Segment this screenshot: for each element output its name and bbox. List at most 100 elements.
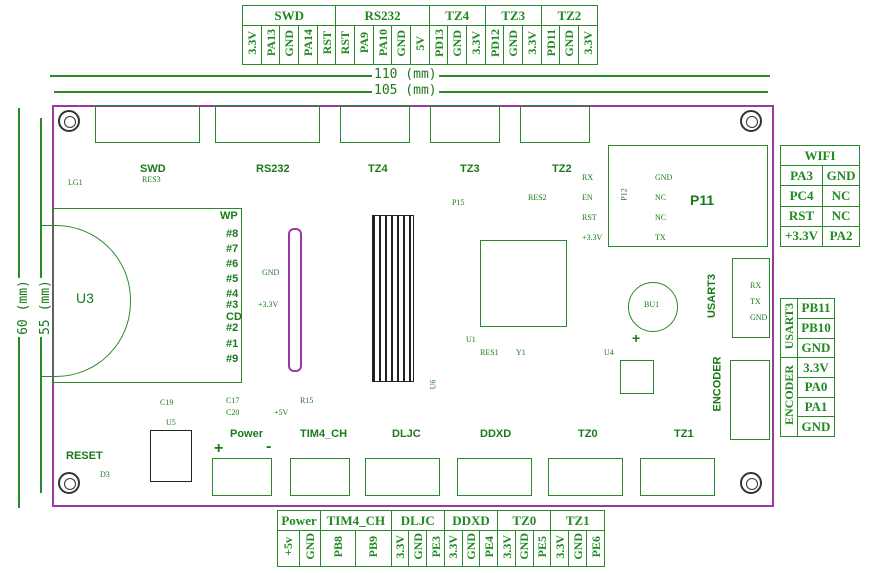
pin-label: GND bbox=[506, 29, 521, 57]
pin-label: PE3 bbox=[428, 535, 443, 558]
pin-cell: PA9 bbox=[354, 25, 374, 65]
group-header: RS232 bbox=[335, 5, 430, 26]
mount-hole bbox=[58, 472, 80, 494]
label-lg1: LG1 bbox=[68, 178, 83, 187]
pin-cell: PD11 bbox=[540, 25, 561, 65]
usart-pin: RX bbox=[750, 281, 762, 290]
label-3v3: +3.3V bbox=[258, 300, 279, 309]
p11-pin: TX bbox=[655, 233, 666, 242]
pin-cell: GND bbox=[461, 530, 481, 567]
u4-chip bbox=[620, 360, 654, 394]
pin-cell: 3.3V bbox=[242, 25, 262, 65]
label-c17: C17 bbox=[226, 396, 240, 405]
pin-label: GND bbox=[410, 533, 425, 560]
label-tz0: TZ0 bbox=[578, 428, 598, 440]
pin-label: 3.3V bbox=[244, 31, 259, 55]
label-res2: RES2 bbox=[528, 193, 547, 202]
wifi-pin: NC bbox=[822, 205, 860, 227]
pin-label: PB8 bbox=[331, 535, 346, 558]
tz2-connector bbox=[520, 105, 590, 143]
pin-label: GND bbox=[394, 29, 409, 57]
pin-cell: GND bbox=[559, 25, 580, 65]
wifi-pin: PC4 bbox=[779, 185, 824, 207]
pin-label: RST bbox=[338, 31, 353, 55]
label-u3: U3 bbox=[76, 290, 94, 306]
mount-hole bbox=[740, 472, 762, 494]
group-header: TZ3 bbox=[484, 5, 542, 26]
pin-cell: PD12 bbox=[484, 25, 505, 65]
tim4-connector bbox=[290, 458, 350, 496]
label-gnd: GND bbox=[262, 268, 280, 277]
label-rs232: RS232 bbox=[256, 163, 290, 175]
pin-cell: 3.3V bbox=[578, 25, 598, 65]
pin-cell: PE6 bbox=[586, 530, 605, 567]
u5-regulator bbox=[150, 430, 192, 482]
pin-label: PD12 bbox=[487, 29, 502, 57]
pin-cell: 3.3V bbox=[497, 530, 516, 567]
label-wp: WP bbox=[220, 210, 238, 222]
label-u1: U1 bbox=[466, 335, 476, 344]
label-encoder: ENCODER bbox=[711, 356, 724, 412]
tz4-connector bbox=[340, 105, 410, 143]
swd-connector bbox=[95, 105, 200, 143]
encoder-pin: GND bbox=[797, 416, 835, 437]
power-connector bbox=[212, 458, 272, 496]
group-header: DLJC bbox=[390, 510, 445, 531]
encoder-pin: 3.3V bbox=[797, 357, 835, 378]
pin-label: PE5 bbox=[535, 535, 550, 558]
pin-cell: PA13 bbox=[260, 25, 281, 65]
label-r15: R15 bbox=[300, 396, 314, 405]
dljc-connector bbox=[365, 458, 440, 496]
p11-pin: GND bbox=[655, 173, 673, 182]
usart-pin: GND bbox=[750, 313, 768, 322]
pin-label: 3.3V bbox=[499, 534, 514, 559]
group-header: TIM4_CH bbox=[320, 510, 392, 531]
header-strip bbox=[372, 215, 414, 382]
pin-label: PB9 bbox=[366, 535, 381, 558]
group-header: TZ4 bbox=[428, 5, 486, 26]
label-minus: - bbox=[266, 438, 272, 455]
label-tz1: TZ1 bbox=[674, 428, 694, 440]
pin-cell: GND bbox=[568, 530, 588, 567]
label-tz4: TZ4 bbox=[368, 163, 388, 175]
pin-label: 3.3V bbox=[581, 31, 596, 55]
mount-hole bbox=[58, 110, 80, 132]
group-header: SWD bbox=[241, 5, 337, 26]
pin-cell: RST bbox=[335, 25, 356, 65]
pin-label: PA14 bbox=[300, 29, 315, 57]
p11-pin: EN bbox=[582, 193, 593, 202]
dim-60: 60 (mm) bbox=[15, 278, 31, 337]
label-c20: C20 bbox=[226, 408, 240, 417]
p11-pin: NC bbox=[655, 213, 667, 222]
usart3-title: USART3 bbox=[782, 303, 796, 350]
p11-pin: RX bbox=[582, 173, 594, 182]
pin-cell: RST bbox=[316, 25, 337, 65]
pin-cell: 3.3V bbox=[443, 530, 463, 567]
label-pin: #8 bbox=[226, 228, 239, 240]
label-u5: U5 bbox=[166, 418, 176, 427]
pin-label: PE4 bbox=[481, 535, 496, 558]
pin-cell: 3.3V bbox=[390, 530, 410, 567]
pin-cell: GND bbox=[514, 530, 534, 567]
label-pin: #4 bbox=[226, 288, 239, 300]
pin-label: +5v bbox=[281, 537, 296, 556]
pin-cell: 3.3V bbox=[466, 25, 486, 65]
dim-105: 105 (mm) bbox=[372, 83, 439, 98]
p11-pin: +3.3V bbox=[582, 233, 603, 242]
label-p12: P12 bbox=[619, 188, 629, 201]
buzzer-bu1 bbox=[628, 282, 678, 332]
tz3-connector bbox=[430, 105, 500, 143]
pin-cell: PE4 bbox=[479, 530, 499, 567]
usart3-connector bbox=[732, 258, 770, 338]
pin-cell: 3.3V bbox=[550, 530, 570, 567]
mount-hole bbox=[740, 110, 762, 132]
label-u6: U6 bbox=[428, 379, 438, 390]
label-pin: #7 bbox=[226, 243, 239, 255]
pin-label: RST bbox=[319, 31, 334, 55]
pin-label: 3.3V bbox=[468, 31, 483, 55]
label-pin: #2 bbox=[226, 322, 239, 334]
